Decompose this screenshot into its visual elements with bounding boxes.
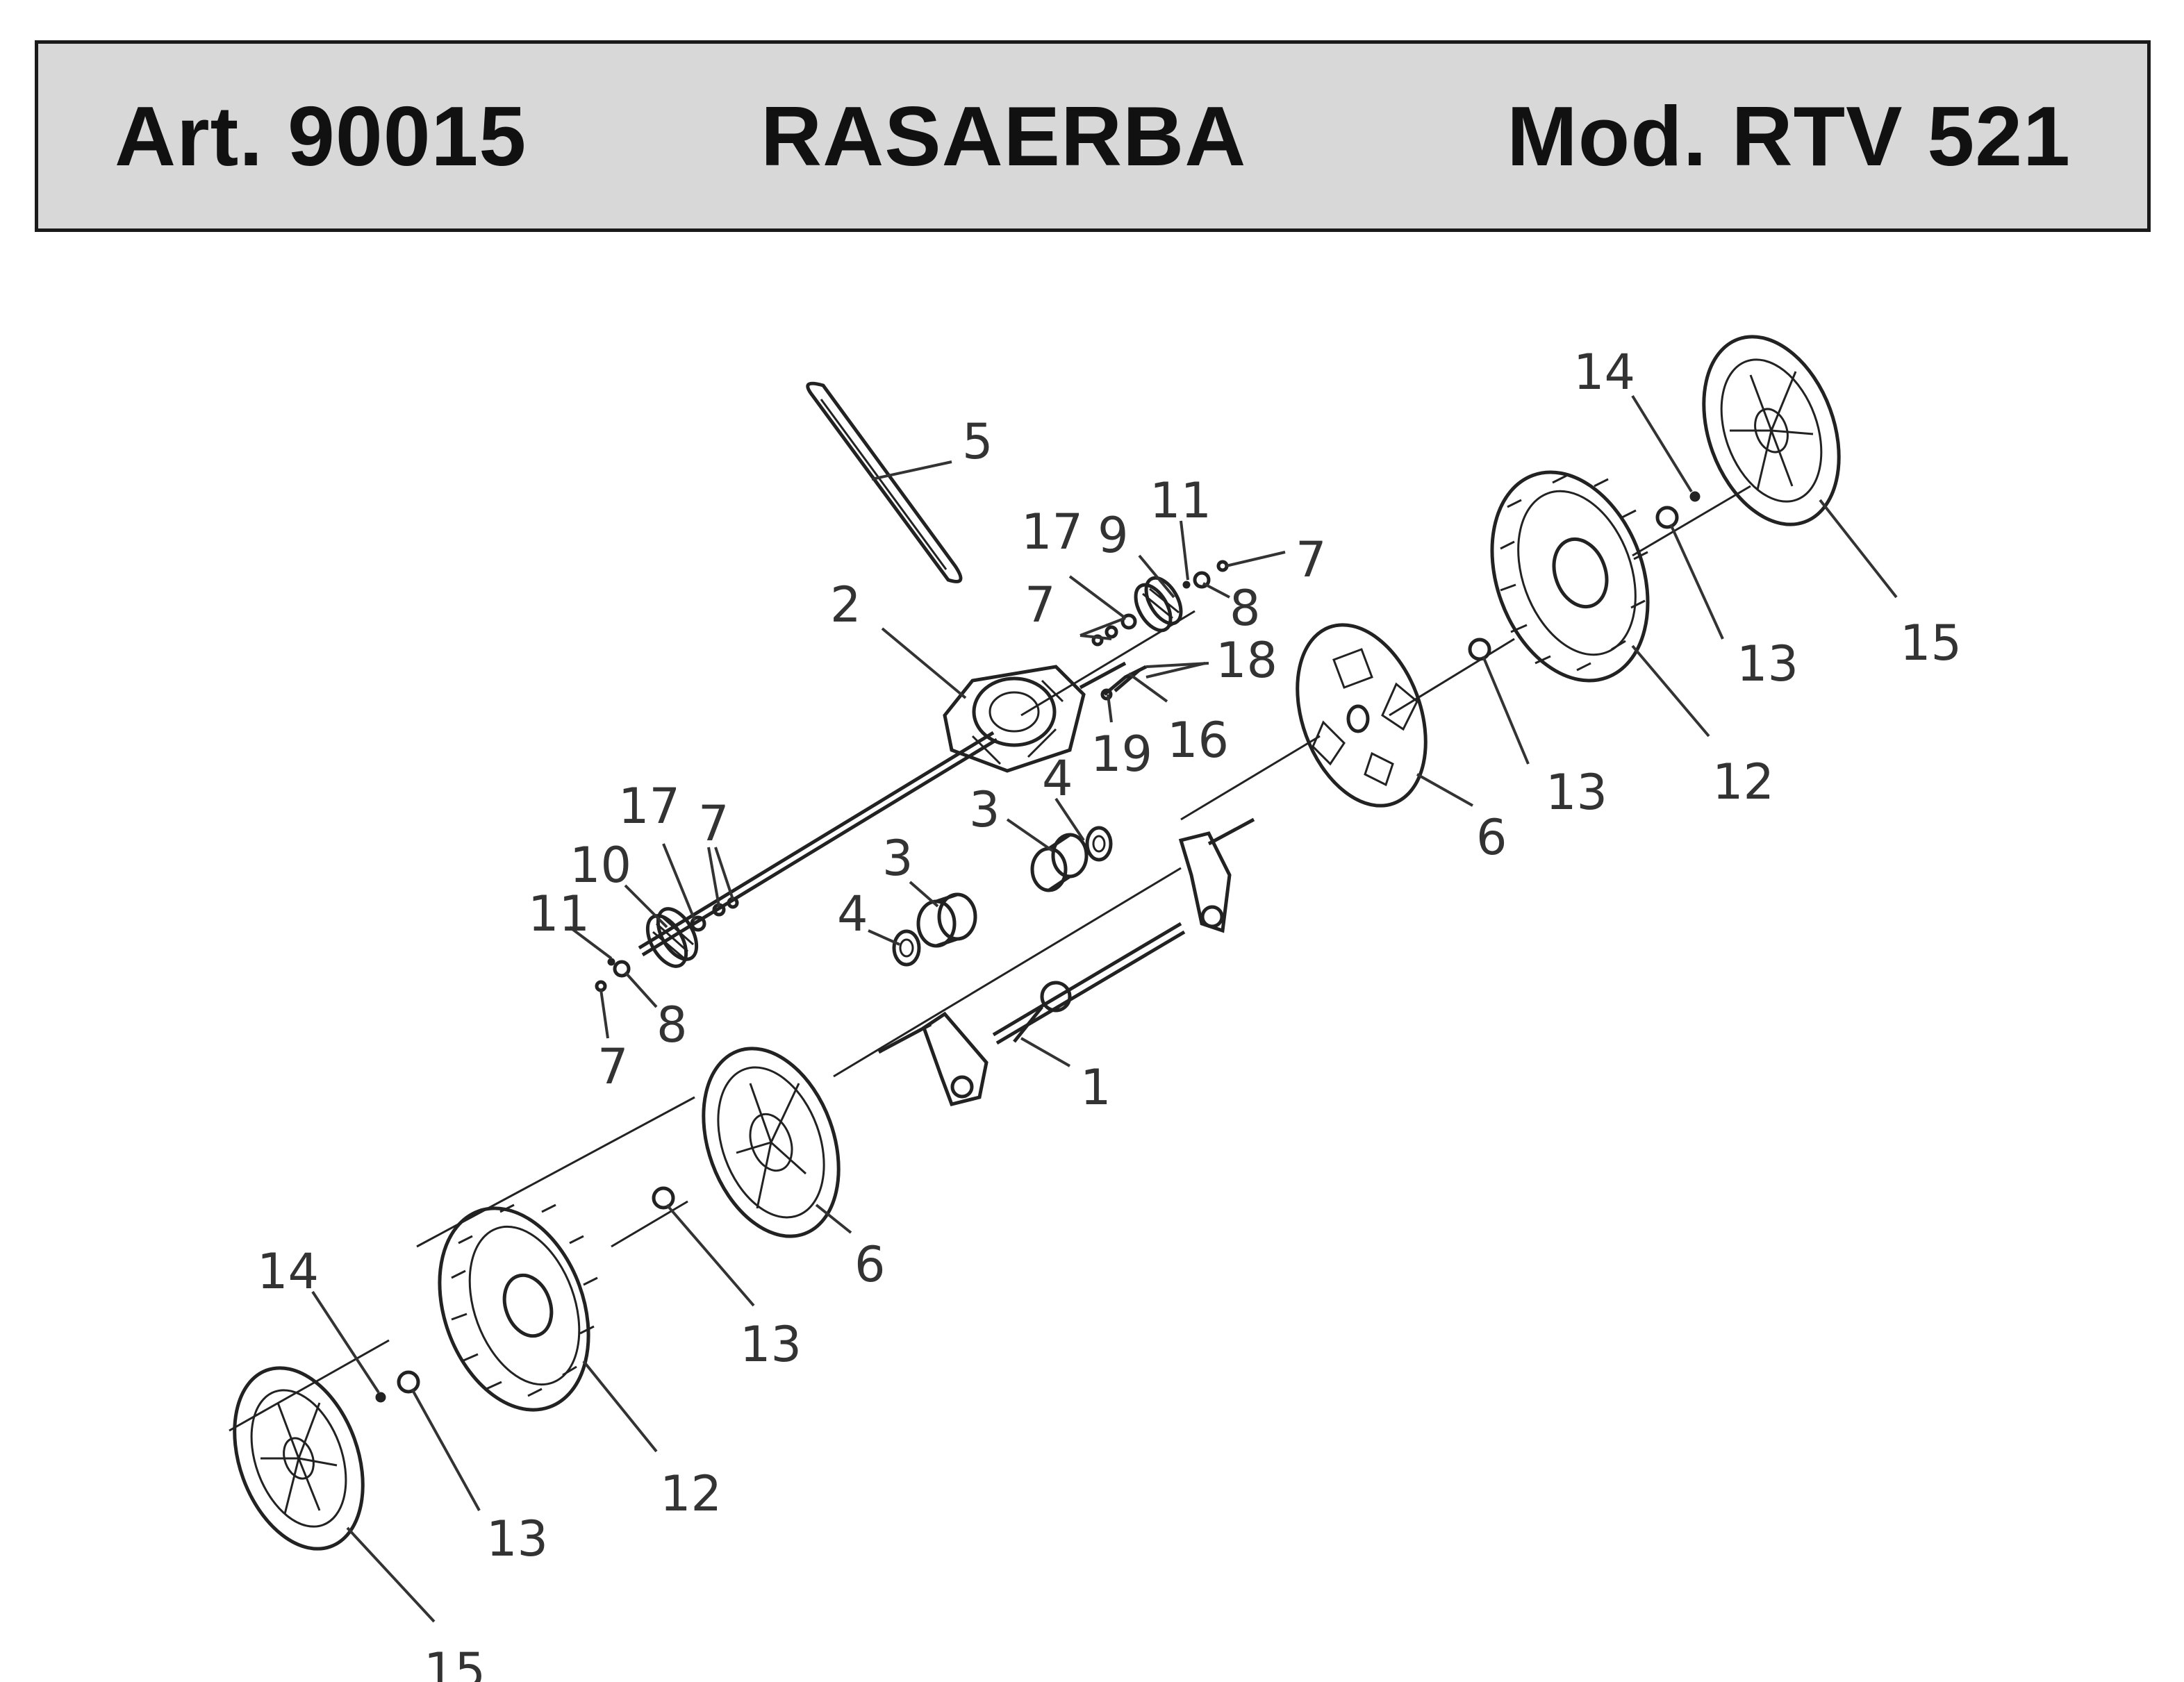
gearbox xyxy=(943,661,1127,773)
header-banner: Art. 90015 RASAERBA Mod. RTV 521 xyxy=(35,40,2151,232)
callout-14: 14 xyxy=(257,1243,319,1300)
front-shaft xyxy=(638,610,1196,957)
callout-12: 12 xyxy=(660,1465,722,1522)
leader-lines xyxy=(311,394,1898,1623)
product-name: RASAERBA xyxy=(761,89,1247,183)
nut-left xyxy=(375,1392,386,1403)
bearing-right-outer xyxy=(1655,506,1679,529)
callout-9: 9 xyxy=(1098,507,1129,564)
bushings xyxy=(892,826,1113,967)
callout-11: 11 xyxy=(528,885,590,942)
callout-1: 1 xyxy=(1080,1059,1111,1116)
callout-13: 13 xyxy=(486,1510,548,1567)
rear-hubcap-outer-left xyxy=(233,1366,365,1551)
nut-right xyxy=(1689,491,1701,502)
callout-16: 16 xyxy=(1167,712,1229,769)
callout-5: 5 xyxy=(962,413,993,470)
callout-6: 6 xyxy=(1476,809,1507,866)
callout-19: 19 xyxy=(1091,726,1152,783)
rear-axle xyxy=(229,485,1751,1432)
bearing-left-inner xyxy=(652,1186,675,1210)
callout-4: 4 xyxy=(1042,750,1073,807)
callout-11: 11 xyxy=(1150,472,1211,529)
callout-17: 17 xyxy=(618,778,680,835)
callout-18: 18 xyxy=(1216,632,1277,689)
callout-7: 7 xyxy=(597,1038,629,1095)
callout-4: 4 xyxy=(837,885,868,942)
rear-hubcap-outer-right xyxy=(1702,335,1841,526)
callout-2: 2 xyxy=(830,576,861,633)
callout-15: 15 xyxy=(424,1642,486,1682)
callout-6: 6 xyxy=(854,1236,886,1293)
bearing-left-outer xyxy=(397,1370,420,1394)
callout-13: 13 xyxy=(1546,764,1607,821)
callout-14: 14 xyxy=(1573,344,1635,401)
callout-3: 3 xyxy=(969,781,1000,838)
callout-3: 3 xyxy=(882,830,913,887)
callout-13: 13 xyxy=(1737,635,1798,692)
rear-wheel-right xyxy=(1490,470,1650,683)
rear-wheel-left xyxy=(438,1204,598,1412)
callout-10: 10 xyxy=(570,837,631,894)
callout-8: 8 xyxy=(656,997,688,1054)
callout-17: 17 xyxy=(1021,503,1083,560)
callout-7: 7 xyxy=(1296,531,1327,588)
callout-15: 15 xyxy=(1900,615,1962,672)
bearing-right-inner xyxy=(1468,638,1491,661)
height-lever xyxy=(877,817,1255,1106)
model-number: Mod. RTV 521 xyxy=(1507,89,2071,183)
rear-hubcap-right xyxy=(1296,623,1428,808)
callout-8: 8 xyxy=(1230,580,1261,637)
callout-7: 7 xyxy=(1025,576,1056,633)
callout-12: 12 xyxy=(1712,753,1774,810)
rear-hubcap-left xyxy=(702,1047,841,1238)
article-number: Art. 90015 xyxy=(115,89,527,183)
left-gear-set xyxy=(595,897,739,992)
callout-7: 7 xyxy=(698,795,729,852)
callout-labels: 1 2 3 3 4 4 5 6 6 7 7 7 7 8 8 9 10 11 11… xyxy=(257,344,1962,1682)
callout-13: 13 xyxy=(740,1316,802,1373)
drive-belt xyxy=(806,381,963,583)
